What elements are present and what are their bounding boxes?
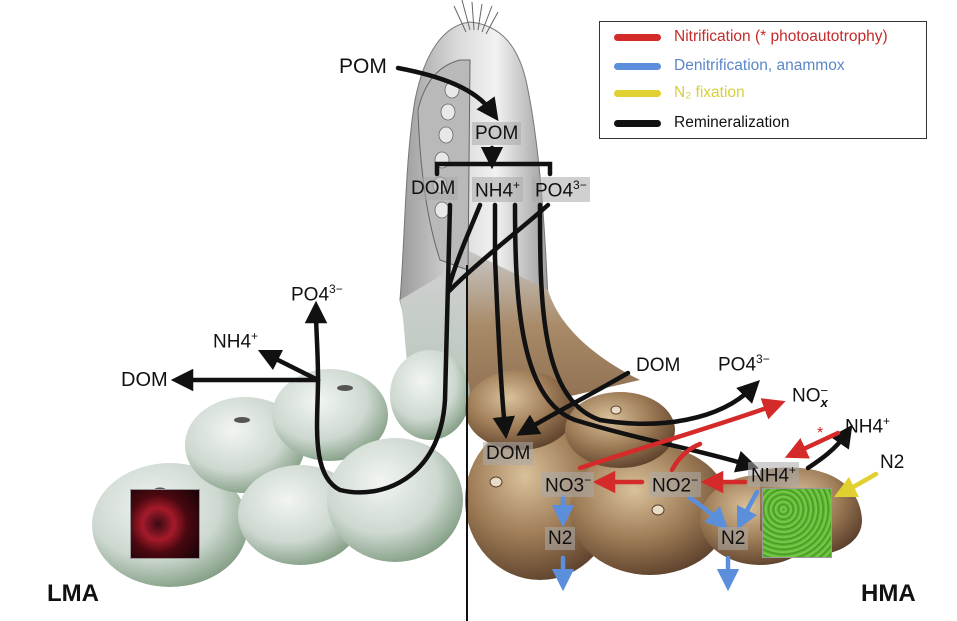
label-no2: NO2− <box>649 472 702 498</box>
arrow-hma-po4-out <box>537 202 760 426</box>
branch-nh4-to-lma <box>445 202 483 293</box>
label-no3: NO3− <box>542 472 595 498</box>
arrow-hma-dom-from-water <box>516 370 631 436</box>
remineralization-arrows <box>170 65 853 495</box>
arrow-hma-dom-in <box>492 202 515 440</box>
legend-item-denitrification: Denitrification, anammox <box>614 55 845 77</box>
arrow-n2-fixation <box>833 471 879 498</box>
label-lma-po4: PO43− <box>291 282 343 306</box>
label-po4-top: PO43− <box>532 177 590 203</box>
label-hma-dom-out: DOM <box>636 355 681 376</box>
arrow-photoautotrophy <box>784 430 841 459</box>
label-lma-nh4: NH4+ <box>213 329 259 353</box>
arrow-lma-nh4 <box>257 349 321 383</box>
legend-swatch-red <box>614 33 661 41</box>
label-n2-atmos: N2 <box>880 452 905 473</box>
label-lma-dom: DOM <box>121 369 168 391</box>
arrow-nh4-to-n2 <box>736 489 760 531</box>
label-nox: NO−x <box>792 383 829 410</box>
label-photoautotrophy-asterisk: * <box>817 425 824 442</box>
arrow-pom-in <box>395 65 499 122</box>
hma-microscopy-inset <box>762 488 832 558</box>
legend-item-nitrification: Nitrification (* photoautotrophy) <box>614 26 888 48</box>
denitrification-arrows <box>551 489 760 592</box>
arrow-no2-to-n2 <box>687 495 728 530</box>
label-n2-right: N2 <box>718 527 749 550</box>
label-nh4-in: NH4+ <box>748 462 800 488</box>
legend-swatch-black <box>614 119 661 127</box>
label-lma: LMA <box>47 580 99 607</box>
legend-item-n2-fixation: N₂ fixation <box>614 82 745 104</box>
label-n2-left: N2 <box>545 527 576 550</box>
label-hma-po4-out: PO43− <box>718 352 770 376</box>
arrow-no2-to-nox <box>669 441 703 473</box>
osculum-hairs <box>453 0 499 35</box>
legend-swatch-blue <box>614 62 661 70</box>
nitrification-arrows <box>577 398 841 494</box>
label-hma: HMA <box>861 580 916 607</box>
legend-item-remineralization: Remineralization <box>614 112 789 134</box>
label-nh4-out: NH4+ <box>845 414 891 438</box>
label-dom-top: DOM <box>408 177 459 200</box>
label-hma-dom-in: DOM <box>483 442 534 465</box>
arrow-nh4-out <box>805 424 853 471</box>
bracket-products <box>434 155 553 177</box>
legend: Nitrification (* photoautotrophy) Denitr… <box>599 21 927 139</box>
label-nh4-top: NH4+ <box>472 177 524 203</box>
arrow-hma-nh4-in <box>512 202 759 473</box>
legend-swatch-yellow <box>614 89 661 97</box>
label-pom-inside: POM <box>472 122 522 145</box>
label-pom-outside: POM <box>339 55 387 78</box>
lma-microscopy-inset <box>130 489 200 559</box>
arrow-lma-export <box>304 202 453 495</box>
arrow-no3-to-nox <box>577 398 786 471</box>
